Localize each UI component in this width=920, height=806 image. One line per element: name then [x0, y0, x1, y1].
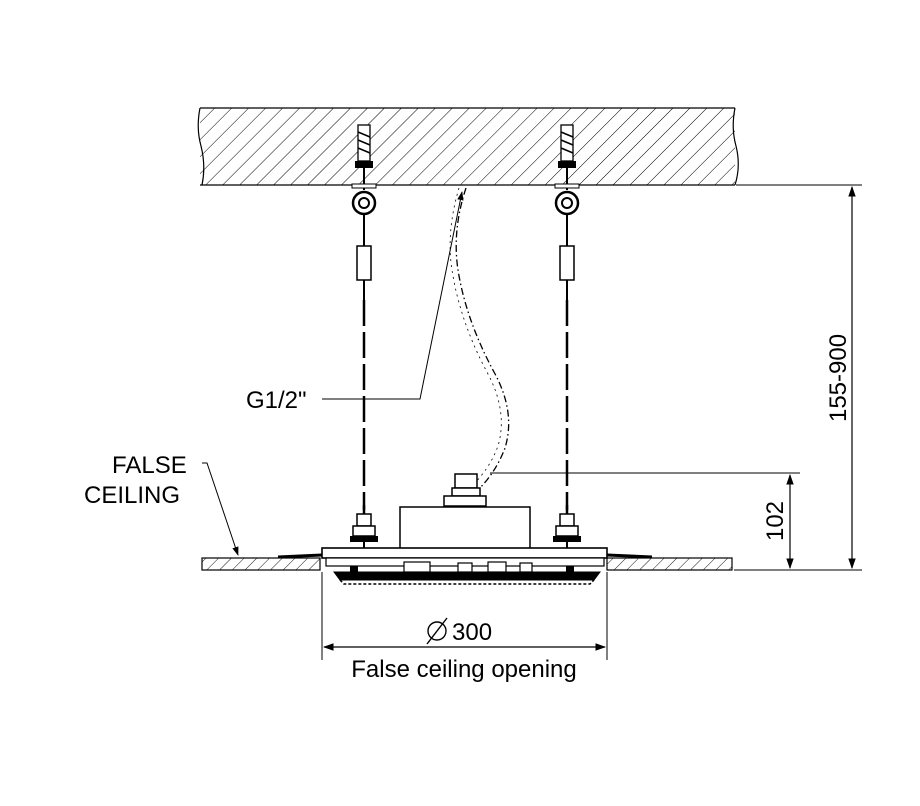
right-anchor-bolt: [554, 124, 580, 190]
false-ceiling-leader: [202, 462, 239, 556]
left-cable-gripper: [356, 245, 372, 281]
height-range-label: 155-900: [825, 334, 852, 422]
diameter-value: 300: [452, 619, 492, 646]
diameter-label: 300: [426, 617, 492, 646]
right-hanger-assembly: [553, 124, 581, 550]
mounting-plate: [321, 547, 608, 559]
nozzle-plate: [333, 561, 601, 585]
false-ceiling-label-line1: FALSE: [112, 452, 187, 479]
right-eye-hook: [554, 190, 580, 216]
thread-size-leader: [322, 191, 464, 400]
diameter-symbol-icon: [427, 621, 447, 641]
left-eye-hook: [351, 190, 377, 216]
right-cable-nut: [553, 505, 581, 550]
thread-size-label: G1/2": [246, 387, 307, 414]
opening-caption: False ceiling opening: [351, 656, 576, 683]
false-ceiling: [201, 557, 733, 571]
right-cable-gripper: [559, 245, 575, 281]
housing-box: [399, 506, 531, 550]
structural-ceiling: [197, 107, 739, 186]
inlet-fitting: [454, 473, 478, 489]
left-cable-nut: [350, 505, 378, 550]
false-ceiling-label-line2: CEILING: [84, 482, 180, 509]
left-hanger-assembly: [350, 124, 378, 550]
left-anchor-bolt: [351, 124, 377, 190]
shower-head: [277, 473, 653, 585]
flexible-supply-hose: [449, 187, 510, 491]
head-height-label: 102: [762, 501, 789, 541]
